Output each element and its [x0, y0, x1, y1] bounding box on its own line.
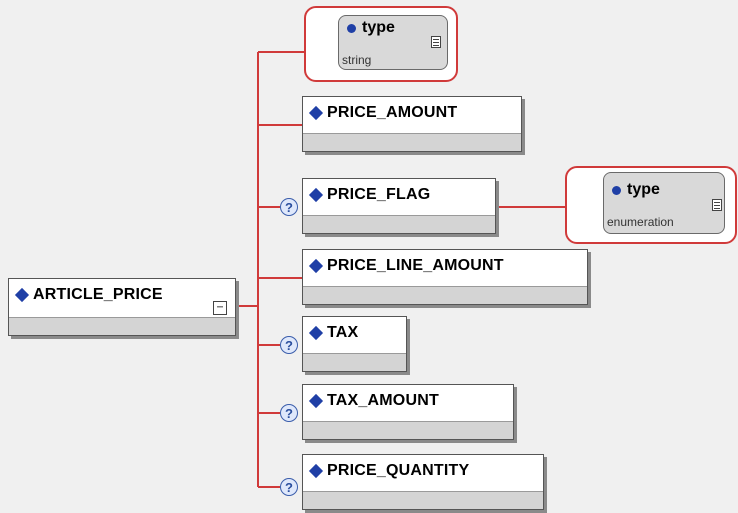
- attribute-type-value: string: [342, 53, 372, 67]
- element-label: PRICE_FLAG: [327, 186, 431, 203]
- element-label: TAX: [327, 324, 359, 341]
- element-price-quantity[interactable]: PRICE_QUANTITY: [302, 454, 544, 510]
- element-diamond-icon: [14, 287, 30, 303]
- optional-marker-icon: ?: [280, 478, 298, 496]
- element-price-line-amount[interactable]: PRICE_LINE_AMOUNT: [302, 249, 588, 305]
- optional-marker-icon: ?: [280, 198, 298, 216]
- attribute-type-string[interactable]: type string: [338, 15, 448, 70]
- element-label: TAX_AMOUNT: [327, 392, 439, 409]
- root-element-label: ARTICLE_PRICE: [33, 286, 163, 303]
- document-icon: [712, 199, 722, 211]
- root-element[interactable]: ARTICLE_PRICE ⋯: [8, 278, 236, 336]
- sequence-icon[interactable]: ⋯: [213, 301, 227, 315]
- attribute-dot-icon: [347, 23, 356, 33]
- element-tax-amount[interactable]: TAX_AMOUNT: [302, 384, 514, 440]
- element-diamond-icon: [308, 325, 324, 341]
- element-diamond-icon: [308, 393, 324, 409]
- element-diamond-icon: [308, 463, 324, 479]
- document-icon: [431, 36, 441, 48]
- element-diamond-icon: [308, 187, 324, 203]
- element-label: PRICE_LINE_AMOUNT: [327, 257, 504, 274]
- optional-marker-icon: ?: [280, 336, 298, 354]
- element-price-amount[interactable]: PRICE_AMOUNT: [302, 96, 522, 152]
- element-label: PRICE_QUANTITY: [327, 462, 470, 479]
- attribute-name: type: [362, 19, 395, 36]
- element-price-flag[interactable]: PRICE_FLAG: [302, 178, 496, 234]
- attribute-type-enumeration[interactable]: type enumeration: [603, 172, 725, 234]
- element-diamond-icon: [308, 105, 324, 121]
- optional-marker-icon: ?: [280, 404, 298, 422]
- attribute-type-value: enumeration: [607, 215, 674, 229]
- element-tax[interactable]: TAX: [302, 316, 407, 372]
- attribute-dot-icon: [612, 185, 621, 195]
- attribute-name: type: [627, 181, 660, 198]
- element-diamond-icon: [308, 258, 324, 274]
- element-label: PRICE_AMOUNT: [327, 104, 458, 121]
